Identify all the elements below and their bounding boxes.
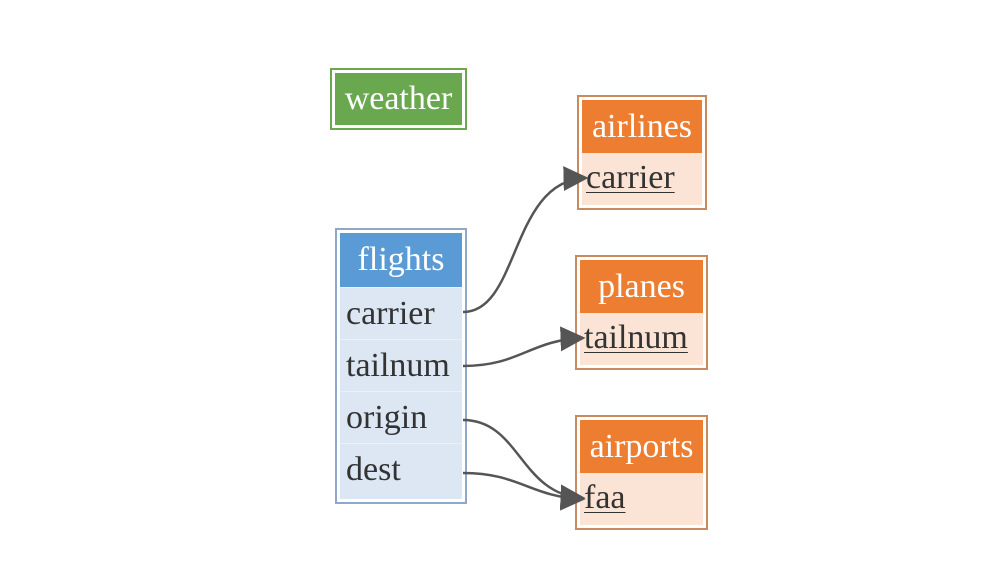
edge-flights-dest-to-airports-faa	[462, 471, 586, 511]
table-flights: flights carrier tailnum origin dest	[335, 228, 467, 504]
edge-flights-tailnum-to-planes-tailnum	[462, 326, 586, 368]
flights-column-dest: dest	[340, 443, 462, 495]
table-airports-header: airports	[580, 420, 703, 473]
airports-key-faa: faa	[584, 479, 626, 516]
flights-column-tailnum: tailnum	[340, 339, 462, 391]
flights-column-origin: origin	[340, 391, 462, 443]
table-planes: planes tailnum	[575, 255, 708, 370]
table-weather-header: weather	[344, 80, 453, 117]
table-airports: airports faa	[575, 415, 708, 530]
airlines-key-carrier: carrier	[586, 159, 675, 196]
edge-flights-origin-to-airports-faa	[462, 418, 586, 510]
table-flights-header: flights	[340, 233, 462, 287]
table-weather: weather	[330, 68, 467, 130]
flights-column-carrier: carrier	[340, 287, 462, 339]
table-airlines: airlines carrier	[577, 95, 707, 210]
table-airlines-header: airlines	[582, 100, 702, 153]
edge-flights-carrier-to-airlines-carrier	[462, 166, 589, 314]
table-planes-header: planes	[580, 260, 703, 313]
planes-key-tailnum: tailnum	[584, 319, 688, 356]
